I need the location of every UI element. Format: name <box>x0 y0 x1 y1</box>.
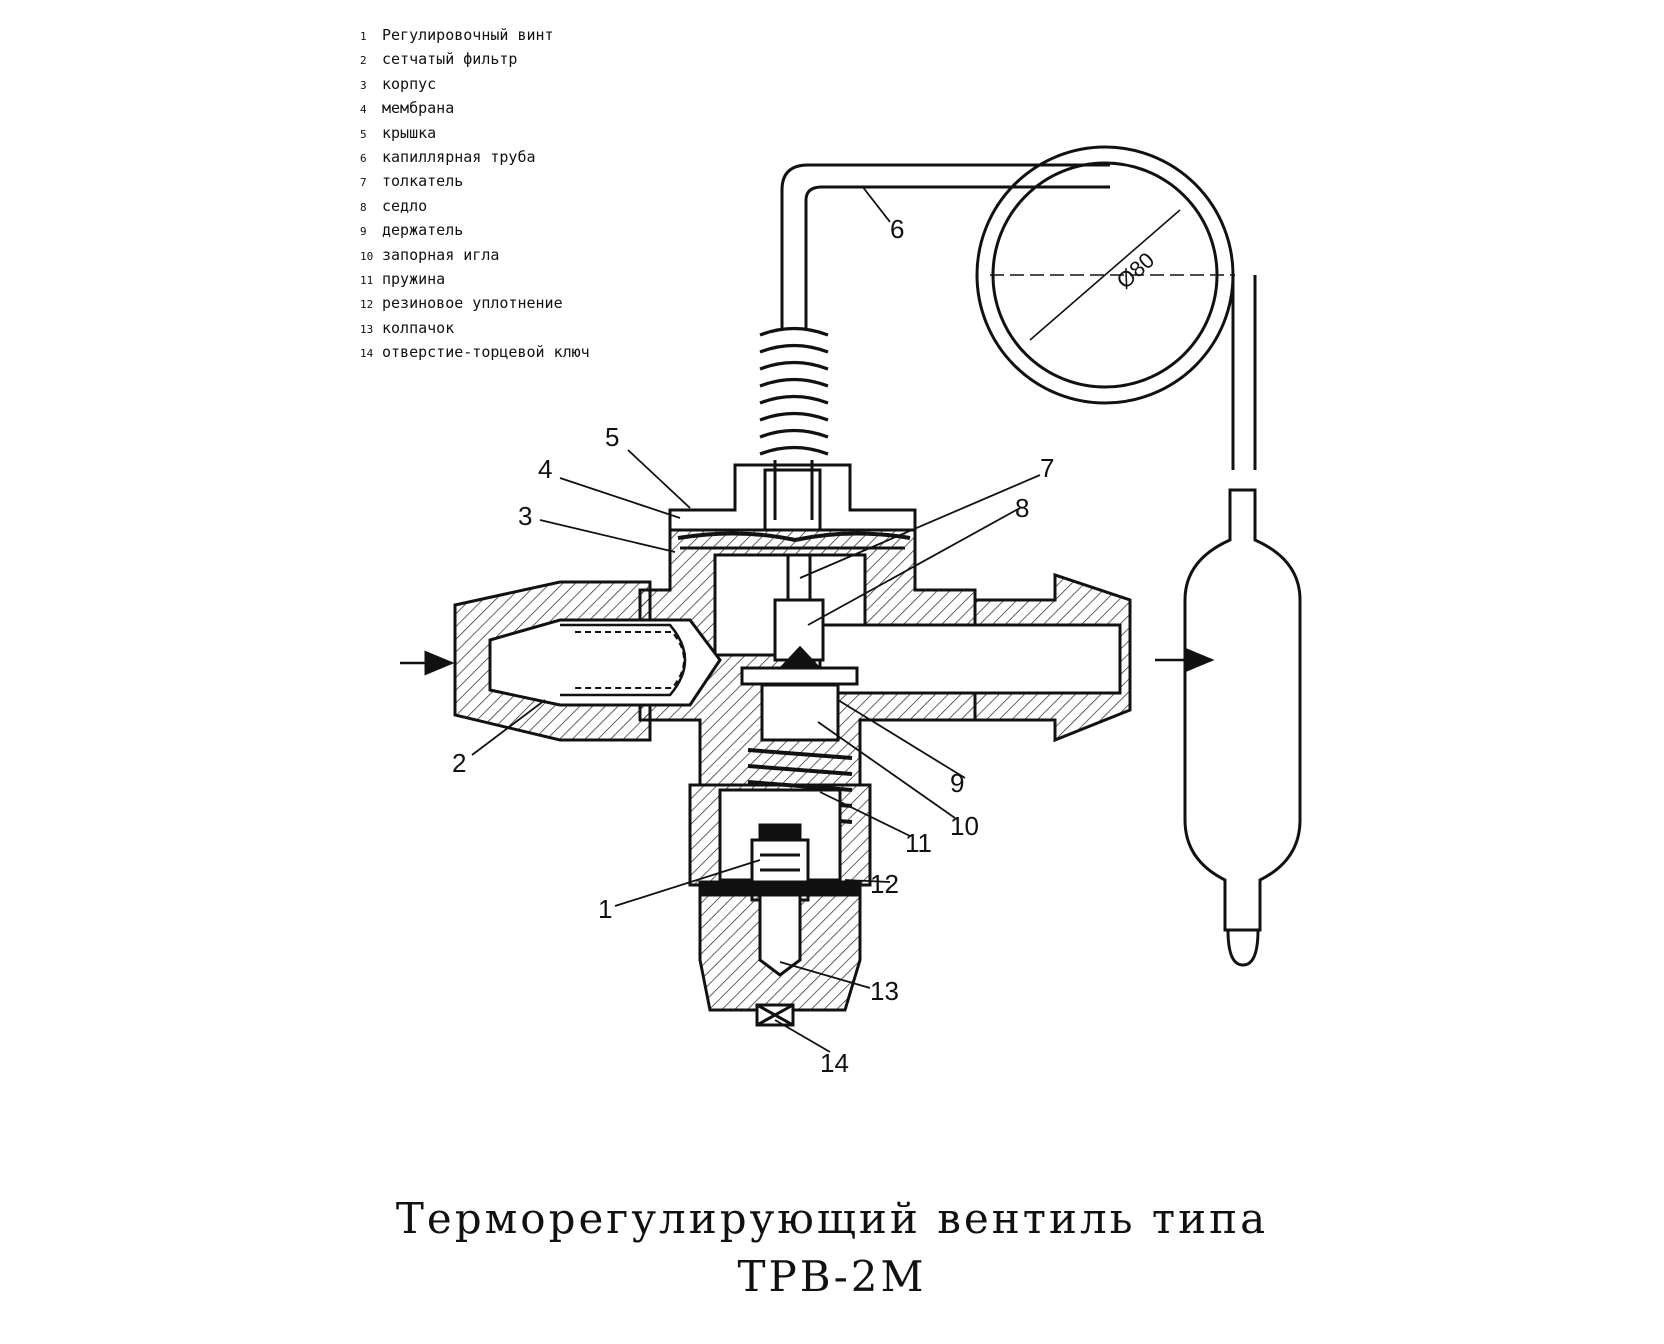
outlet-fitting <box>818 572 1132 743</box>
legend-item: 14 отверстие-торцевой ключ <box>360 341 690 365</box>
legend-item-number: 13 <box>360 322 374 336</box>
legend-item-number: 8 <box>360 200 367 214</box>
legend-item-number: 2 <box>360 54 367 68</box>
caption-line-1: Терморегулирующий вентиль типа <box>395 1194 1269 1243</box>
legend-item-text: капиллярная труба <box>382 148 536 167</box>
callout-12: 12 <box>870 869 899 899</box>
leader-lines <box>471 185 1041 1053</box>
legend-item: 12 резиновое уплотнение <box>360 292 690 316</box>
callout-1: 1 <box>598 894 612 924</box>
callout-6: 6 <box>890 214 904 244</box>
legend-item-text: сетчатый фильтр <box>382 50 518 69</box>
legend-item-number: 10 <box>360 249 374 263</box>
tube-spring-wrap <box>759 326 829 456</box>
legend-item-text: мембрана <box>382 99 455 118</box>
legend-item-text: толкатель <box>382 172 464 191</box>
pusher <box>773 553 825 667</box>
capillary-tube <box>780 145 1257 470</box>
needle-holder <box>760 683 840 742</box>
callout-4: 4 <box>538 454 552 484</box>
valve-seat <box>740 666 859 686</box>
legend-item-text: держатель <box>382 221 464 240</box>
legend-item-number: 3 <box>360 78 367 92</box>
callout-13: 13 <box>870 976 899 1006</box>
legend-item-number: 12 <box>360 298 374 312</box>
legend-item-text: корпус <box>382 74 437 93</box>
legend-item-number: 7 <box>360 176 367 190</box>
legend-item: 7 толкатель <box>360 170 690 194</box>
callout-8: 8 <box>1015 493 1029 523</box>
legend-item-text: колпачок <box>382 318 455 337</box>
diameter-dimension <box>990 209 1235 341</box>
legend-item: 9 держатель <box>360 219 690 243</box>
legend-item-text: отверстие-торцевой ключ <box>382 343 590 362</box>
legend-item: 10 запорная игла <box>360 244 690 268</box>
legend-item: 13 колпачок <box>360 317 690 341</box>
legend-item-number: 14 <box>360 347 374 361</box>
legend-item-number: 1 <box>360 30 367 43</box>
legend-item-text: резиновое уплотнение <box>382 294 563 313</box>
legend-item: 8 седло <box>360 195 690 219</box>
callout-5: 5 <box>605 422 619 452</box>
legend-item-number: 5 <box>360 127 367 141</box>
legend-item-text: крышка <box>382 123 437 142</box>
callout-10: 10 <box>950 811 979 841</box>
callout-7: 7 <box>1040 453 1054 483</box>
callout-11: 11 <box>905 828 932 858</box>
legend-item-text: Регулировочный винт <box>382 26 554 44</box>
valve-cover <box>668 463 917 532</box>
legend-item-text: пружина <box>382 270 446 289</box>
legend-item-number: 6 <box>360 152 367 166</box>
parts-legend: 1 Регулировочный винт 2 сетчатый фильтр 3 кор… <box>360 24 690 366</box>
legend-item: 6 капиллярная труба <box>360 146 690 170</box>
diagram-caption: Терморегулирующий вентиль типа ТРВ-2М <box>0 1190 1664 1306</box>
callout-3: 3 <box>518 501 532 531</box>
legend-item-number: 11 <box>360 274 374 288</box>
cap <box>698 893 862 1012</box>
callout-9: 9 <box>950 768 964 798</box>
inlet-fitting <box>453 580 722 742</box>
legend-item: 2 сетчатый фильтр <box>360 48 690 72</box>
legend-item: 1 Регулировочный винт <box>360 24 690 48</box>
rubber-seal <box>698 880 862 896</box>
legend-item-text: седло <box>382 196 428 215</box>
legend-item-number: 4 <box>360 103 367 117</box>
caption-line-2: ТРВ-2М <box>737 1252 927 1301</box>
legend-item: 3 корпус <box>360 73 690 97</box>
valve-needle <box>780 645 820 667</box>
diameter-label: Ø80 <box>1112 247 1160 293</box>
thermal-bulb <box>1183 488 1302 967</box>
legend-item-number: 9 <box>360 225 367 239</box>
legend-item-text: запорная игла <box>382 245 500 264</box>
legend-item: 5 крышка <box>360 122 690 146</box>
legend-item: 4 мембрана <box>360 97 690 121</box>
callout-14: 14 <box>820 1048 849 1078</box>
callout-2: 2 <box>452 748 466 778</box>
legend-item: 11 пружина <box>360 268 690 292</box>
